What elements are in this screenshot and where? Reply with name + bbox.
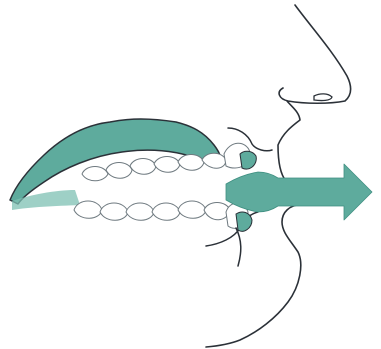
- upper-lip-teal: [240, 151, 256, 169]
- lower-teeth: [74, 201, 248, 228]
- nostril-mark: [314, 94, 332, 101]
- lower-lip-teal: [236, 212, 252, 231]
- lower-jaw-outline: [236, 228, 241, 266]
- face-profile-outline: [206, 5, 351, 347]
